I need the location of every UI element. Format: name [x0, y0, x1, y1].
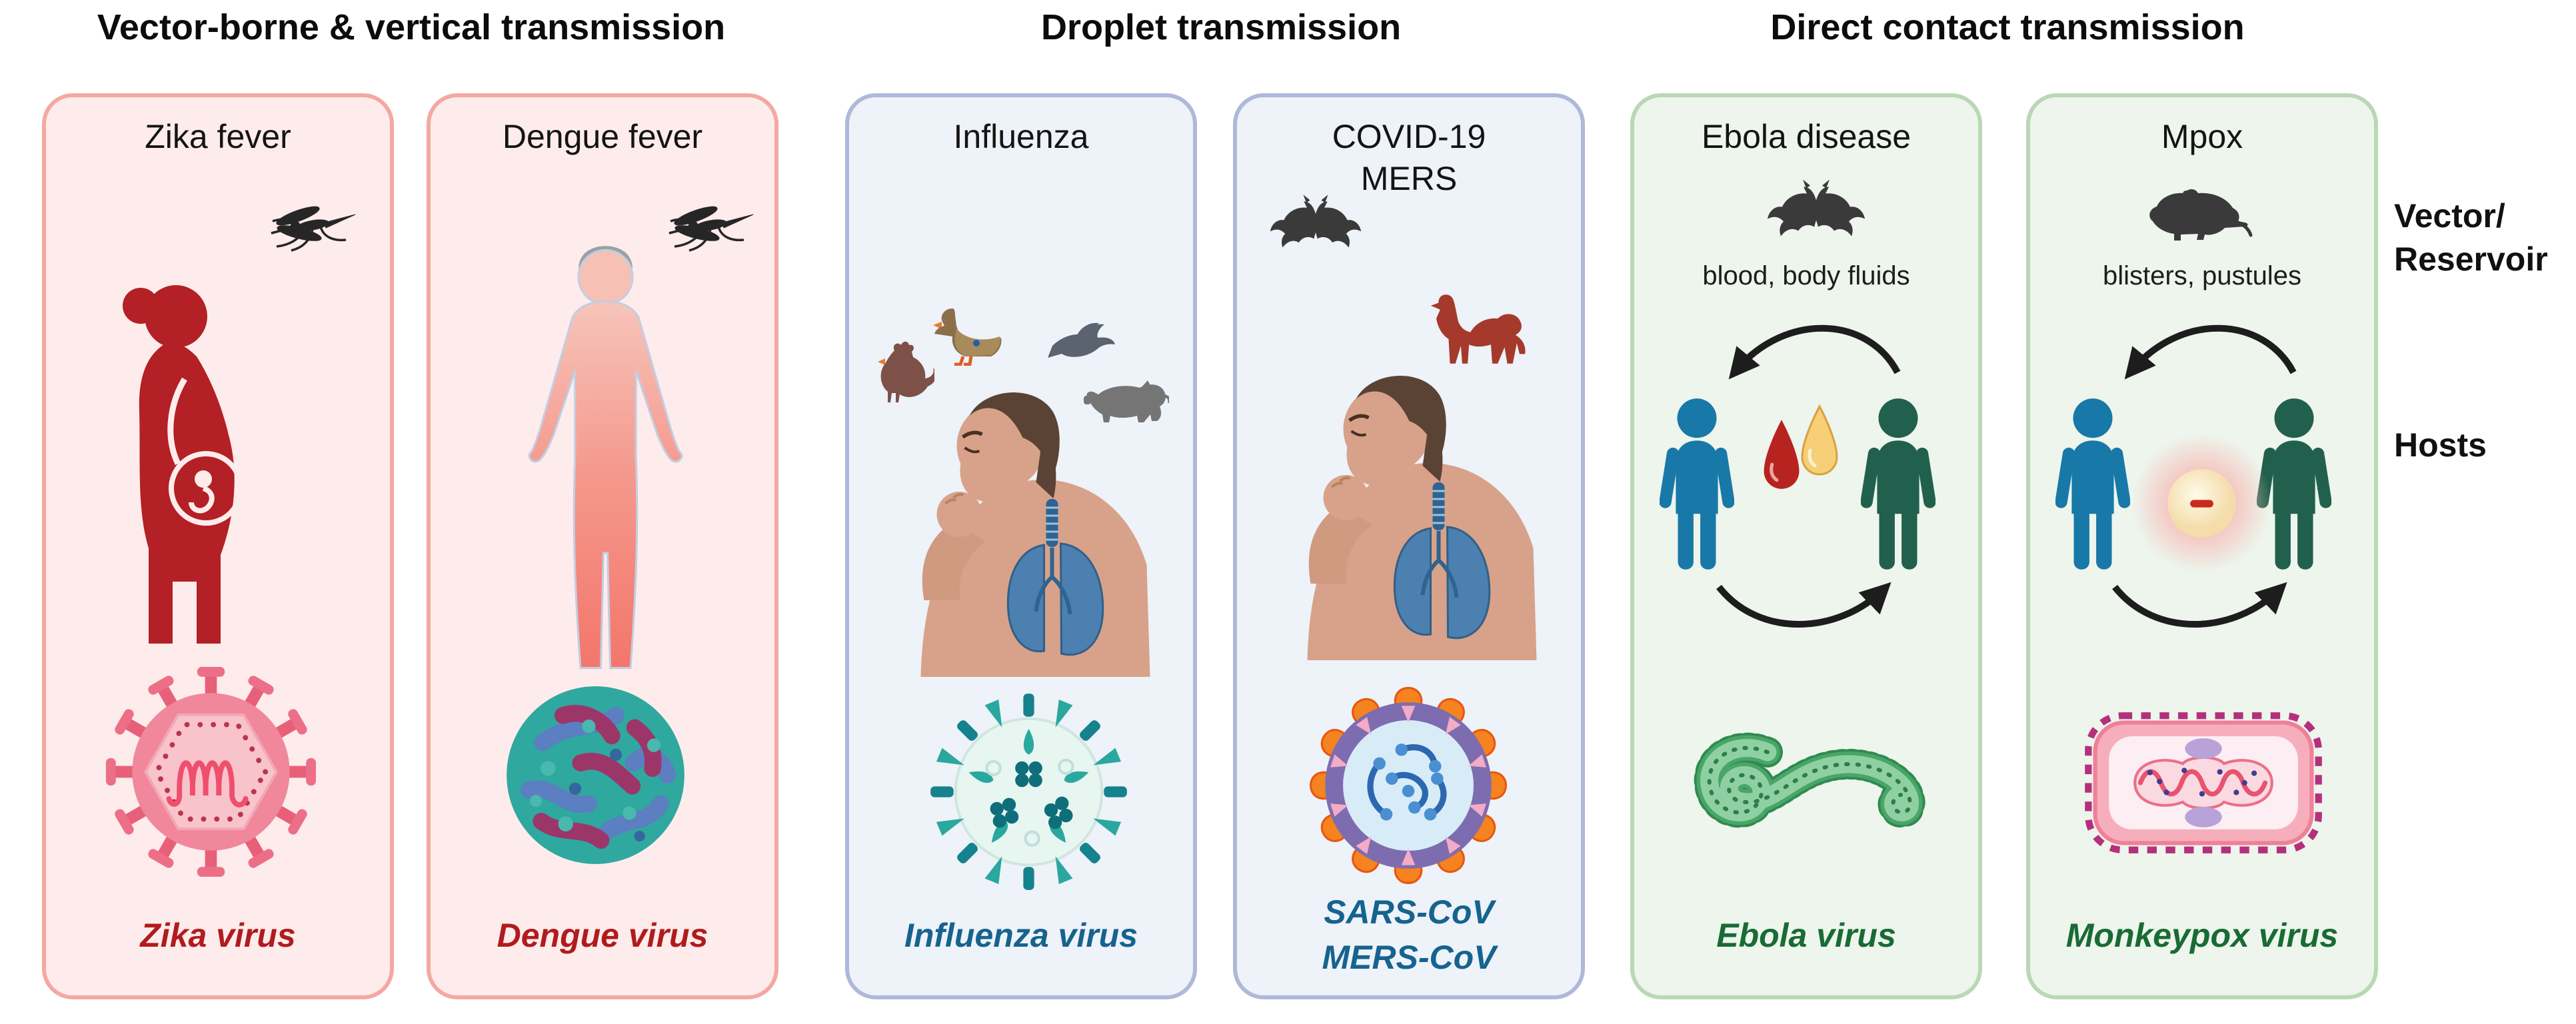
person-blue-icon [2055, 397, 2130, 574]
transmission-label-ebola: blood, body fluids [1702, 261, 1910, 290]
row-label-hosts: Hosts [2394, 426, 2487, 464]
body-fluid-droplet-icon [1801, 404, 1838, 476]
pig-icon [1084, 380, 1169, 422]
panel-title-ebola: Ebola disease [1701, 118, 1912, 155]
zika-virus-icon [106, 667, 316, 877]
panel-title-zika: Zika fever [145, 118, 291, 155]
person-green-icon [1861, 397, 1935, 574]
coughing-man-icon [882, 377, 1152, 677]
panel-title-influenza: Influenza [953, 118, 1089, 155]
bat-icon [1269, 191, 1362, 257]
human-body-icon [528, 246, 683, 670]
panel-title-dengue: Dengue fever [502, 118, 703, 155]
blood-droplet-icon [1764, 420, 1800, 489]
pregnant-woman-icon [123, 285, 243, 644]
mosquito-icon [246, 197, 359, 254]
section-title-vector-borne: Vector-borne & vertical transmission [97, 7, 726, 47]
person-blue-icon [1660, 397, 1734, 574]
panel-mpox: Mpox blisters, pustules [2026, 93, 2378, 999]
panel-ebola-disease: Ebola disease blood, body fluids Ebola v… [1630, 93, 1982, 999]
section-title-droplet: Droplet transmission [1040, 7, 1402, 47]
panel-dengue-fever: Dengue fever [427, 93, 778, 999]
influenza-virus-icon [930, 694, 1127, 890]
dengue-virus-icon [507, 686, 684, 864]
virus-name-zika: Zika virus [140, 917, 296, 954]
pustule-icon [2132, 434, 2271, 573]
panel-title-covid-line1: COVID-19 [1332, 118, 1486, 155]
bat-icon [1766, 176, 1866, 246]
coronavirus-icon [1310, 687, 1507, 884]
duck-icon [933, 308, 1002, 366]
transmission-label-mpox: blisters, pustules [2103, 261, 2301, 290]
coughing-man-icon [1269, 360, 1539, 660]
wild-bird-icon [1048, 322, 1115, 358]
virus-name-mers: MERS-CoV [1322, 938, 1496, 976]
panel-title-covid-mers: COVID-19 MERS [1237, 116, 1581, 199]
vector-label-line1: Vector/ [2394, 197, 2505, 235]
panel-title-mpox: Mpox [2161, 118, 2243, 155]
virus-name-influenza: Influenza virus [904, 917, 1138, 954]
transmission-arrow-left-icon [2103, 294, 2303, 394]
section-title-direct-contact: Direct contact transmission [1770, 7, 2245, 47]
transmission-arrow-left-icon [1708, 294, 1908, 394]
rodent-icon [2149, 189, 2253, 241]
panel-influenza: Influenza [845, 93, 1197, 999]
virus-name-ebola: Ebola virus [1716, 917, 1896, 954]
virus-name-sars: SARS-CoV [1324, 893, 1494, 931]
camel-icon [1430, 294, 1526, 364]
transmission-arrow-right-icon [1709, 574, 1897, 648]
chicken-icon [878, 341, 934, 402]
virus-name-dengue: Dengue virus [497, 917, 708, 954]
virus-name-monkeypox: Monkeypox virus [2065, 917, 2339, 954]
ebola-virus-icon [1694, 732, 1926, 828]
transmission-arrow-right-icon [2105, 574, 2293, 648]
virus-name-sars-mers: SARS-CoV MERS-CoV [1237, 890, 1581, 980]
row-label-vector-reservoir: Vector/ Reservoir [2394, 195, 2548, 281]
vector-label-line2: Reservoir [2394, 241, 2548, 278]
panel-covid-mers: COVID-19 MERS [1233, 93, 1585, 999]
panel-title-covid-line2: MERS [1360, 159, 1458, 197]
monkeypox-virus-icon [2085, 712, 2322, 853]
panel-zika-fever: Zika fever [42, 93, 394, 999]
